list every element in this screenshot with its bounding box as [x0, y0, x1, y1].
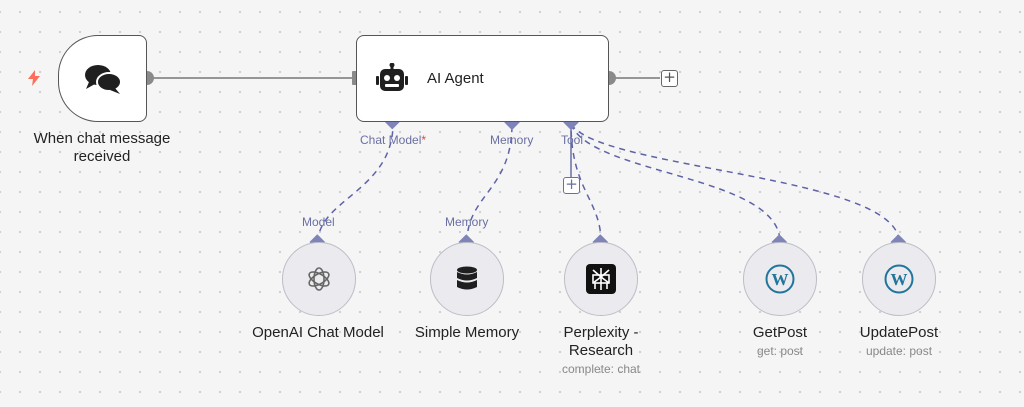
trigger-node-label: When chat message received: [33, 130, 171, 165]
openai-node-label: OpenAI Chat Model: [252, 324, 384, 341]
connection-memory-to-agent[interactable]: [466, 123, 513, 243]
robot-icon: [376, 63, 408, 91]
connection-openai-to-agent[interactable]: [317, 123, 394, 243]
updatepost-node[interactable]: W: [862, 242, 936, 316]
wordpress-logo-icon: W: [765, 264, 795, 294]
chat-bubbles-icon: [84, 64, 122, 94]
ai-agent-label: AI Agent: [427, 70, 484, 87]
port-label-memory: Memory: [490, 133, 534, 147]
svg-text:W: W: [891, 270, 908, 289]
database-icon: [457, 266, 477, 290]
perplexity-logo-icon: [586, 264, 616, 294]
required-marker: *: [421, 133, 427, 147]
getpost-node-label: GetPost: [752, 324, 808, 341]
ai-agent-node[interactable]: AI Agent: [356, 35, 609, 122]
svg-text:W: W: [772, 270, 789, 289]
wordpress-logo-icon: W: [884, 264, 914, 294]
openai-logo-icon: [308, 267, 330, 291]
openai-chat-model-node[interactable]: [282, 242, 356, 316]
trigger-node-chat-message[interactable]: [58, 35, 147, 122]
port-label-tool: Tool: [561, 133, 584, 147]
perplexity-node[interactable]: [564, 242, 638, 316]
connection-updatepost-to-agent[interactable]: [570, 123, 900, 243]
connection-getpost-to-agent[interactable]: [570, 123, 781, 243]
updatepost-node-subtitle: update: post: [865, 344, 933, 358]
memory-node-label: Simple Memory: [414, 324, 520, 341]
port-label-openai-model: Model: [302, 215, 335, 229]
perplexity-node-subtitle: complete: chat: [561, 362, 641, 376]
port-label-chat-model: Chat Model*: [360, 133, 426, 147]
perplexity-node-label: Perplexity - Research: [563, 324, 639, 359]
add-tool-button[interactable]: +: [563, 177, 580, 194]
getpost-node-subtitle: get: post: [756, 344, 804, 358]
simple-memory-node[interactable]: [430, 242, 504, 316]
port-label-memory-output: Memory: [445, 215, 489, 229]
port-label-chat-model-text: Chat Model: [360, 133, 422, 147]
add-node-button[interactable]: +: [661, 70, 678, 87]
connection-perplexity-to-agent[interactable]: [570, 123, 602, 243]
getpost-node[interactable]: W: [743, 242, 817, 316]
updatepost-node-label: UpdatePost: [859, 324, 939, 341]
lightning-bolt-icon: [28, 70, 40, 86]
